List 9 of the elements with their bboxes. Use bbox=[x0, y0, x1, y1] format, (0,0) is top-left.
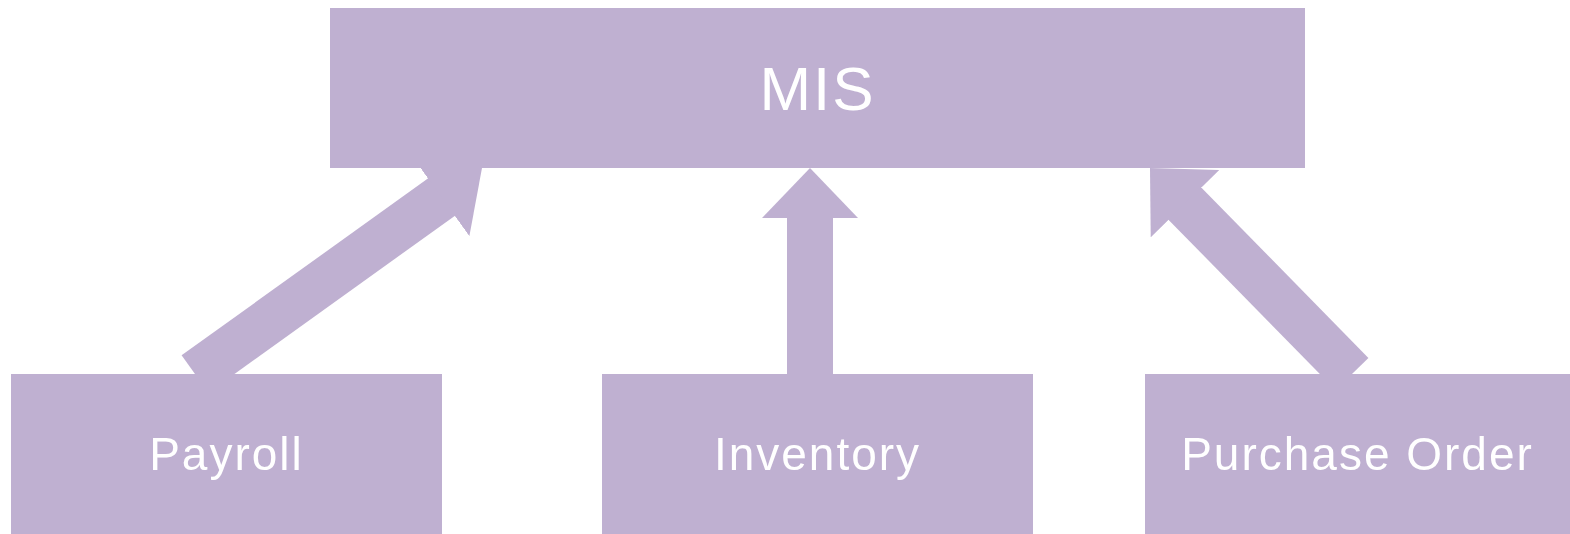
box-label: Purchase Order bbox=[1181, 427, 1534, 481]
process-box bbox=[602, 374, 1033, 534]
process-box bbox=[330, 8, 1305, 168]
process-box bbox=[11, 374, 442, 534]
box-label: Payroll bbox=[149, 427, 304, 481]
box-label: Inventory bbox=[713, 427, 922, 481]
box-label: MIS bbox=[759, 52, 876, 124]
process-box bbox=[1145, 374, 1570, 534]
block-arrow bbox=[762, 168, 858, 374]
